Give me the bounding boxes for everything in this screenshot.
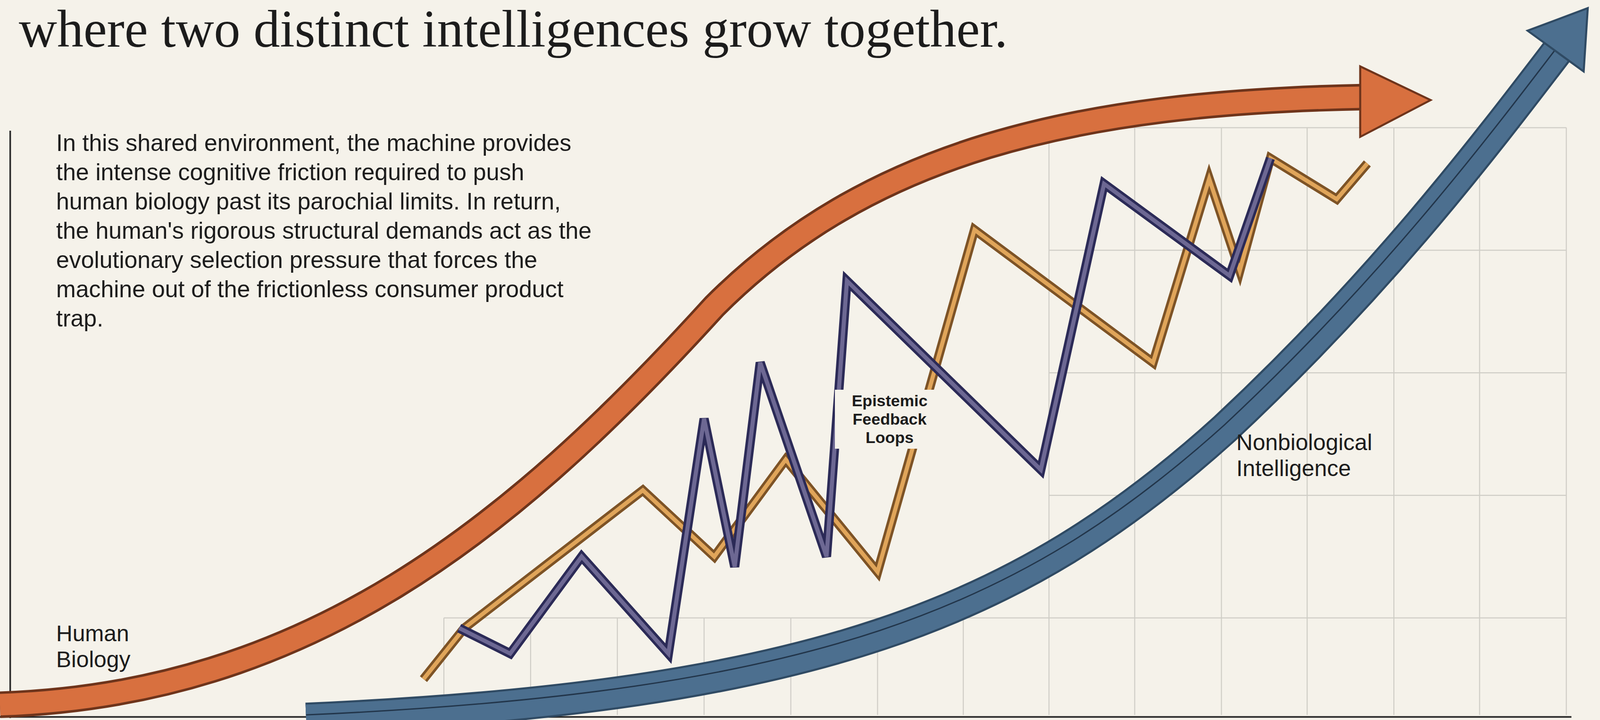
chart-title: where two distinct intelligences grow to…	[18, 0, 1008, 59]
human-biology-curve	[0, 66, 1431, 705]
series-label: Nonbiological Intelligence	[1236, 429, 1435, 482]
series-label: Human Biology	[56, 620, 175, 673]
annotation-label: Epistemic Feedback Loops	[834, 389, 945, 449]
description-paragraph: In this shared environment, the machine …	[56, 128, 599, 334]
nonbiological-curve	[306, 8, 1588, 719]
